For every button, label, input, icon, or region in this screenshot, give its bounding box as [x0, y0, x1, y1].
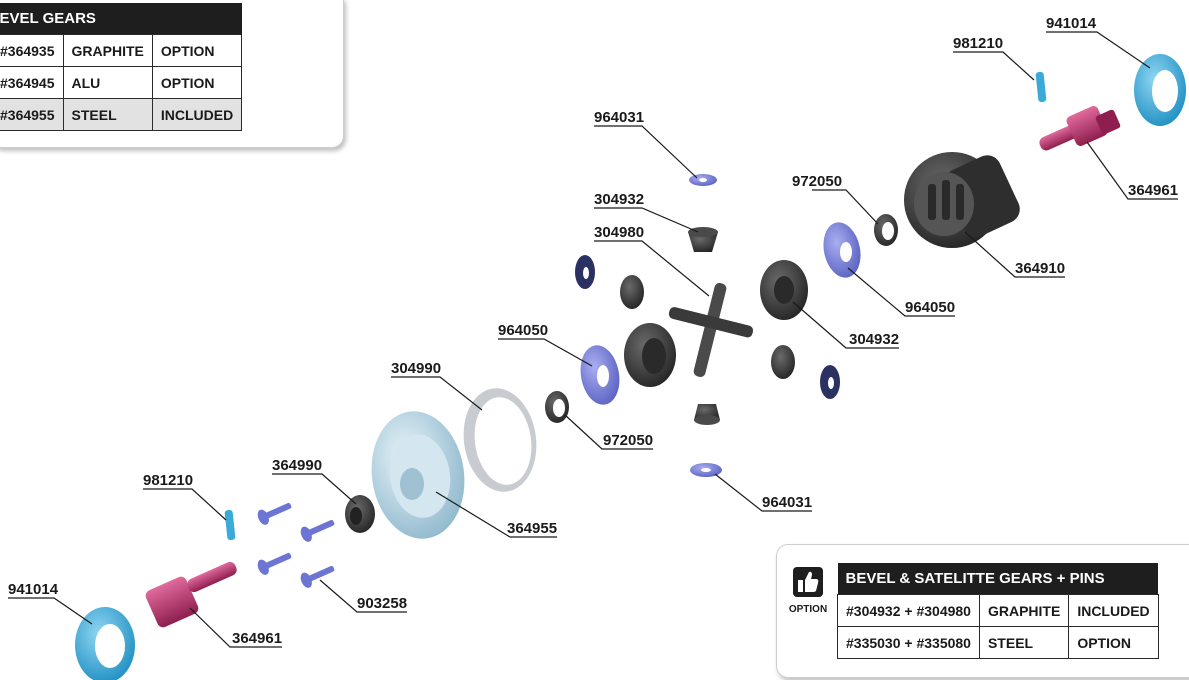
bevel-gears-table: EVEL GEARS #364935 GRAPHITE OPTION #3649…	[0, 3, 243, 131]
callout-941014-top: 941014	[1046, 15, 1097, 32]
table-row: #364945 ALU OPTION	[0, 66, 243, 99]
option-badge-label: OPTION	[788, 604, 828, 615]
table-row: #304932 + #304980 GRAPHITE INCLUDED	[837, 594, 1159, 627]
part-364910	[904, 152, 1020, 248]
table-row: #364935 GRAPHITE OPTION	[0, 34, 243, 67]
satellite-gears-title: BEVEL & SATELITTE GEARS + PINS	[837, 563, 1159, 595]
bevel-gears-panel: EVEL GEARS #364935 GRAPHITE OPTION #3649…	[0, 0, 344, 148]
part-941014-top	[1134, 54, 1186, 126]
material: GRAPHITE	[62, 34, 153, 67]
part-964031-top	[689, 174, 717, 186]
part-364990	[345, 495, 375, 533]
part-code: #364945	[0, 66, 64, 99]
part-364961-bottom	[145, 561, 237, 628]
leader-lines	[8, 31, 1178, 648]
part-304932-left	[688, 227, 718, 252]
part-code: #364935	[0, 34, 64, 67]
status: OPTION	[1068, 626, 1159, 659]
table-row: #364955 STEEL INCLUDED	[0, 98, 243, 131]
satellite-gears-panel: OPTION BEVEL & SATELITTE GEARS + PINS #3…	[776, 544, 1189, 678]
material: STEEL	[978, 626, 1070, 659]
part-code: #335030 + #335080	[837, 626, 980, 659]
status: INCLUDED	[1068, 594, 1159, 627]
status: INCLUDED	[151, 98, 243, 131]
callout-labels: 964031 304932 304980 972050 964050 30493…	[8, 15, 1178, 647]
callout-364961-bottom: 364961	[232, 630, 282, 647]
part-981210-top	[1035, 71, 1047, 103]
part-bottom-small-gear	[694, 404, 720, 425]
status: OPTION	[151, 34, 243, 67]
bevel-gears-title: EVEL GEARS	[0, 3, 242, 35]
callout-964050-right: 964050	[905, 299, 955, 316]
part-941014-bottom	[75, 607, 135, 680]
thumbs-up-icon	[793, 567, 823, 597]
callout-972050-top: 972050	[792, 173, 842, 190]
material: GRAPHITE	[978, 594, 1070, 627]
part-964031-bottom	[690, 463, 722, 477]
part-small-washer-b	[820, 365, 840, 399]
callout-941014-bottom: 941014	[8, 581, 59, 598]
part-304932-right	[760, 260, 808, 320]
callout-972050-mid: 972050	[603, 432, 653, 449]
part-981210-bottom	[224, 509, 236, 541]
part-903258-screws	[257, 502, 335, 588]
callout-364955: 364955	[507, 520, 557, 537]
satellite-gears-table: BEVEL & SATELITTE GEARS + PINS #304932 +…	[837, 563, 1159, 659]
callout-364910: 364910	[1015, 260, 1065, 277]
callout-964031-top: 964031	[594, 109, 644, 126]
part-964050-right	[823, 222, 861, 278]
callout-964050-left: 964050	[498, 322, 548, 339]
part-satellite-gear-a	[620, 275, 644, 309]
status: OPTION	[151, 66, 243, 99]
callout-304990: 304990	[391, 360, 441, 377]
part-304990	[463, 388, 537, 492]
table-row: #335030 + #335080 STEEL OPTION	[837, 626, 1159, 659]
part-972050-mid	[545, 391, 569, 423]
callout-981210-top: 981210	[953, 35, 1003, 52]
callout-304932-right: 304932	[849, 331, 899, 348]
callout-981210-bottom: 981210	[143, 472, 193, 489]
callout-364961-top: 364961	[1128, 182, 1178, 199]
part-large-dark-gear	[624, 323, 676, 387]
callout-304980: 304980	[594, 224, 644, 241]
part-small-washer-a	[575, 255, 595, 289]
callout-903258: 903258	[357, 595, 407, 612]
option-badge: OPTION	[783, 567, 833, 615]
callout-964031-bottom: 964031	[762, 494, 812, 511]
part-code: #364955	[0, 98, 64, 131]
part-964050-left	[580, 345, 620, 405]
part-364955	[371, 411, 465, 539]
material: ALU	[62, 66, 153, 99]
callout-304932-left: 304932	[594, 191, 644, 208]
part-972050-top	[874, 214, 898, 246]
callout-364990: 364990	[272, 457, 322, 474]
part-code: #304932 + #304980	[837, 594, 980, 627]
part-satellite-gear-b	[771, 345, 795, 379]
part-364961-top	[1039, 106, 1121, 151]
part-304980	[668, 283, 754, 377]
material: STEEL	[62, 98, 153, 131]
